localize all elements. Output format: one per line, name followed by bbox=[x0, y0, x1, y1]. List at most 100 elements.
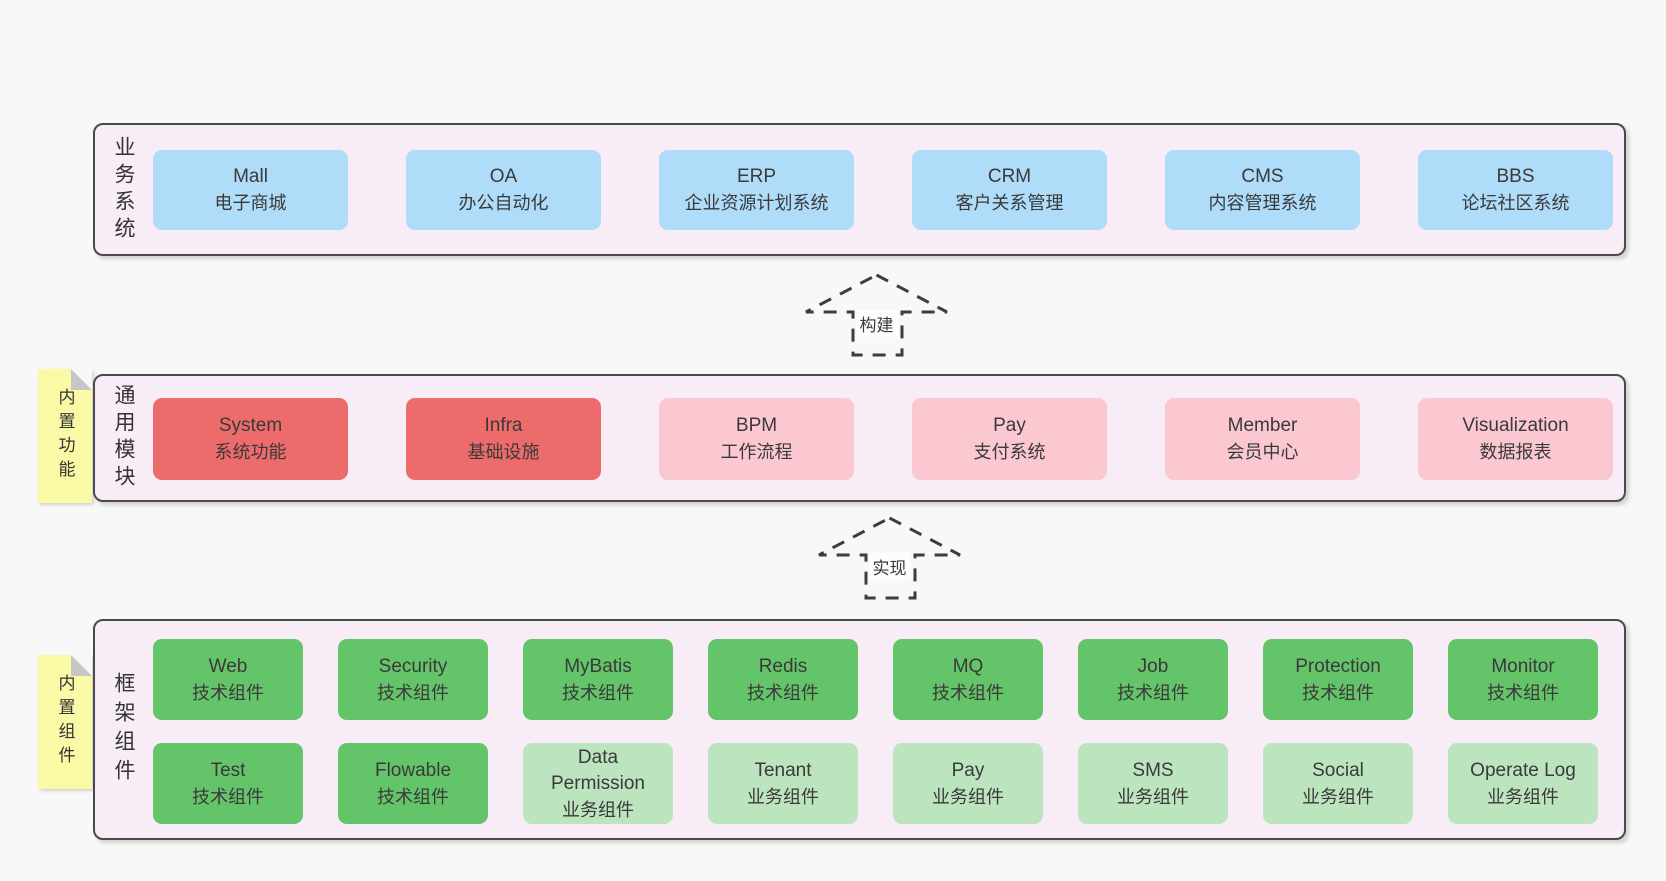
node-name: Redis bbox=[758, 655, 808, 677]
node-desc: 业务组件 bbox=[1302, 786, 1374, 807]
band-label-text: 通用模块 bbox=[112, 384, 135, 492]
node-name: Web bbox=[208, 655, 248, 677]
node-desc: 技术组件 bbox=[1117, 682, 1189, 703]
node-desc: 数据报表 bbox=[1479, 442, 1552, 462]
node-name: BPM bbox=[735, 415, 778, 436]
node-desc: 工作流程 bbox=[720, 442, 793, 462]
node-desc: 支付系统 bbox=[973, 442, 1046, 462]
node-name: MQ bbox=[952, 655, 984, 677]
band-business-systems: 业务系统 Mall 电子商城 OA 办公自动化 ERP 企业资源计划系统 CRM… bbox=[93, 123, 1626, 256]
band-framework-components: 框架组件 Web 技术组件 Security 技术组件 MyBatis 技术组件… bbox=[93, 619, 1626, 840]
node-name: Tenant bbox=[754, 759, 812, 781]
sticky-text: 内置功能 bbox=[55, 388, 75, 484]
node-job: Job 技术组件 bbox=[1078, 639, 1228, 720]
arrow-label-build: 构建 bbox=[855, 310, 898, 337]
node-desc: 电子商城 bbox=[214, 193, 287, 213]
node-flowable: Flowable 技术组件 bbox=[338, 743, 488, 824]
node-desc: 技术组件 bbox=[747, 682, 819, 703]
node-desc: 业务组件 bbox=[562, 799, 634, 820]
node-monitor: Monitor 技术组件 bbox=[1448, 639, 1598, 720]
dashed-up-arrow-icon bbox=[805, 273, 948, 357]
node-tenant: Tenant 业务组件 bbox=[708, 743, 858, 824]
node-desc: 会员中心 bbox=[1226, 442, 1299, 462]
implement-arrow: 实现 bbox=[817, 515, 962, 601]
node-crm: CRM 客户关系管理 bbox=[912, 150, 1107, 230]
node-desc: 技术组件 bbox=[377, 682, 449, 703]
node-mall: Mall 电子商城 bbox=[153, 150, 348, 230]
business-box-row: Mall 电子商城 OA 办公自动化 ERP 企业资源计划系统 CRM 客户关系… bbox=[153, 150, 1613, 230]
node-name: Data Permission bbox=[551, 746, 645, 794]
node-visualization: Visualization 数据报表 bbox=[1418, 398, 1613, 480]
node-desc: 论坛社区系统 bbox=[1461, 193, 1570, 213]
node-member: Member 会员中心 bbox=[1165, 398, 1360, 480]
node-desc: 业务组件 bbox=[932, 786, 1004, 807]
node-desc: 技术组件 bbox=[377, 786, 449, 807]
node-system: System 系统功能 bbox=[153, 398, 348, 480]
node-desc: 业务组件 bbox=[747, 786, 819, 807]
node-desc: 基础设施 bbox=[467, 442, 540, 462]
node-desc: 技术组件 bbox=[192, 786, 264, 807]
band-label-text: 框架组件 bbox=[112, 671, 135, 788]
node-mybatis: MyBatis 技术组件 bbox=[523, 639, 673, 720]
node-bpm: BPM 工作流程 bbox=[659, 398, 854, 480]
node-erp: ERP 企业资源计划系统 bbox=[659, 150, 854, 230]
dashed-up-arrow-icon bbox=[818, 516, 961, 600]
node-desc: 技术组件 bbox=[192, 682, 264, 703]
node-redis: Redis 技术组件 bbox=[708, 639, 858, 720]
node-social: Social 业务组件 bbox=[1263, 743, 1413, 824]
node-name: Protection bbox=[1295, 655, 1381, 677]
node-desc: 业务组件 bbox=[1487, 786, 1559, 807]
node-name: Infra bbox=[484, 415, 523, 436]
build-arrow: 构建 bbox=[804, 272, 949, 358]
node-desc: 办公自动化 bbox=[458, 193, 549, 213]
arrow-label-implement: 实现 bbox=[868, 553, 911, 580]
node-name: CRM bbox=[987, 166, 1032, 187]
band-label-business: 业务系统 bbox=[101, 125, 145, 254]
node-cms: CMS 内容管理系统 bbox=[1165, 150, 1360, 230]
node-name: CMS bbox=[1241, 166, 1284, 187]
components-row-1: Web 技术组件 Security 技术组件 MyBatis 技术组件 Redi… bbox=[153, 639, 1598, 720]
node-name: BBS bbox=[1496, 166, 1535, 187]
node-name: MyBatis bbox=[564, 655, 632, 677]
node-pay: Pay 支付系统 bbox=[912, 398, 1107, 480]
node-bbs: BBS 论坛社区系统 bbox=[1418, 150, 1613, 230]
node-name: Job bbox=[1137, 655, 1169, 677]
node-infra: Infra 基础设施 bbox=[406, 398, 601, 480]
node-mq: MQ 技术组件 bbox=[893, 639, 1043, 720]
node-name: Flowable bbox=[374, 759, 452, 781]
node-name: SMS bbox=[1132, 759, 1174, 781]
node-desc: 内容管理系统 bbox=[1208, 193, 1317, 213]
modules-box-row: System 系统功能 Infra 基础设施 BPM 工作流程 Pay 支付系统… bbox=[153, 398, 1613, 480]
node-desc: 技术组件 bbox=[1302, 682, 1374, 703]
node-desc: 技术组件 bbox=[1487, 682, 1559, 703]
node-security: Security 技术组件 bbox=[338, 639, 488, 720]
sticky-note-built-in-features: 内置功能 bbox=[38, 369, 92, 503]
node-name: Pay bbox=[993, 415, 1026, 436]
node-name: Operate Log bbox=[1470, 759, 1576, 781]
node-name: Pay bbox=[951, 759, 985, 781]
band-label-components: 框架组件 bbox=[101, 621, 145, 838]
node-name: Visualization bbox=[1462, 415, 1569, 436]
node-desc: 技术组件 bbox=[932, 682, 1004, 703]
node-name: OA bbox=[489, 166, 518, 187]
node-name: System bbox=[218, 415, 283, 436]
sticky-text: 内置组件 bbox=[55, 674, 75, 770]
node-name: Security bbox=[378, 655, 448, 677]
node-protection: Protection 技术组件 bbox=[1263, 639, 1413, 720]
node-sms: SMS 业务组件 bbox=[1078, 743, 1228, 824]
components-row-2: Test 技术组件 Flowable 技术组件 Data Permission … bbox=[153, 743, 1598, 824]
node-desc: 业务组件 bbox=[1117, 786, 1189, 807]
node-pay-biz: Pay 业务组件 bbox=[893, 743, 1043, 824]
node-name: ERP bbox=[736, 166, 777, 187]
band-common-modules: 通用模块 System 系统功能 Infra 基础设施 BPM 工作流程 Pay… bbox=[93, 374, 1626, 502]
node-web: Web 技术组件 bbox=[153, 639, 303, 720]
node-name: Member bbox=[1227, 415, 1298, 436]
node-name: Test bbox=[210, 759, 246, 781]
node-name: Monitor bbox=[1491, 655, 1555, 677]
node-oa: OA 办公自动化 bbox=[406, 150, 601, 230]
band-label-modules: 通用模块 bbox=[101, 376, 145, 500]
node-name: Social bbox=[1312, 759, 1364, 781]
node-operate-log: Operate Log 业务组件 bbox=[1448, 743, 1598, 824]
node-name: Mall bbox=[233, 166, 268, 187]
